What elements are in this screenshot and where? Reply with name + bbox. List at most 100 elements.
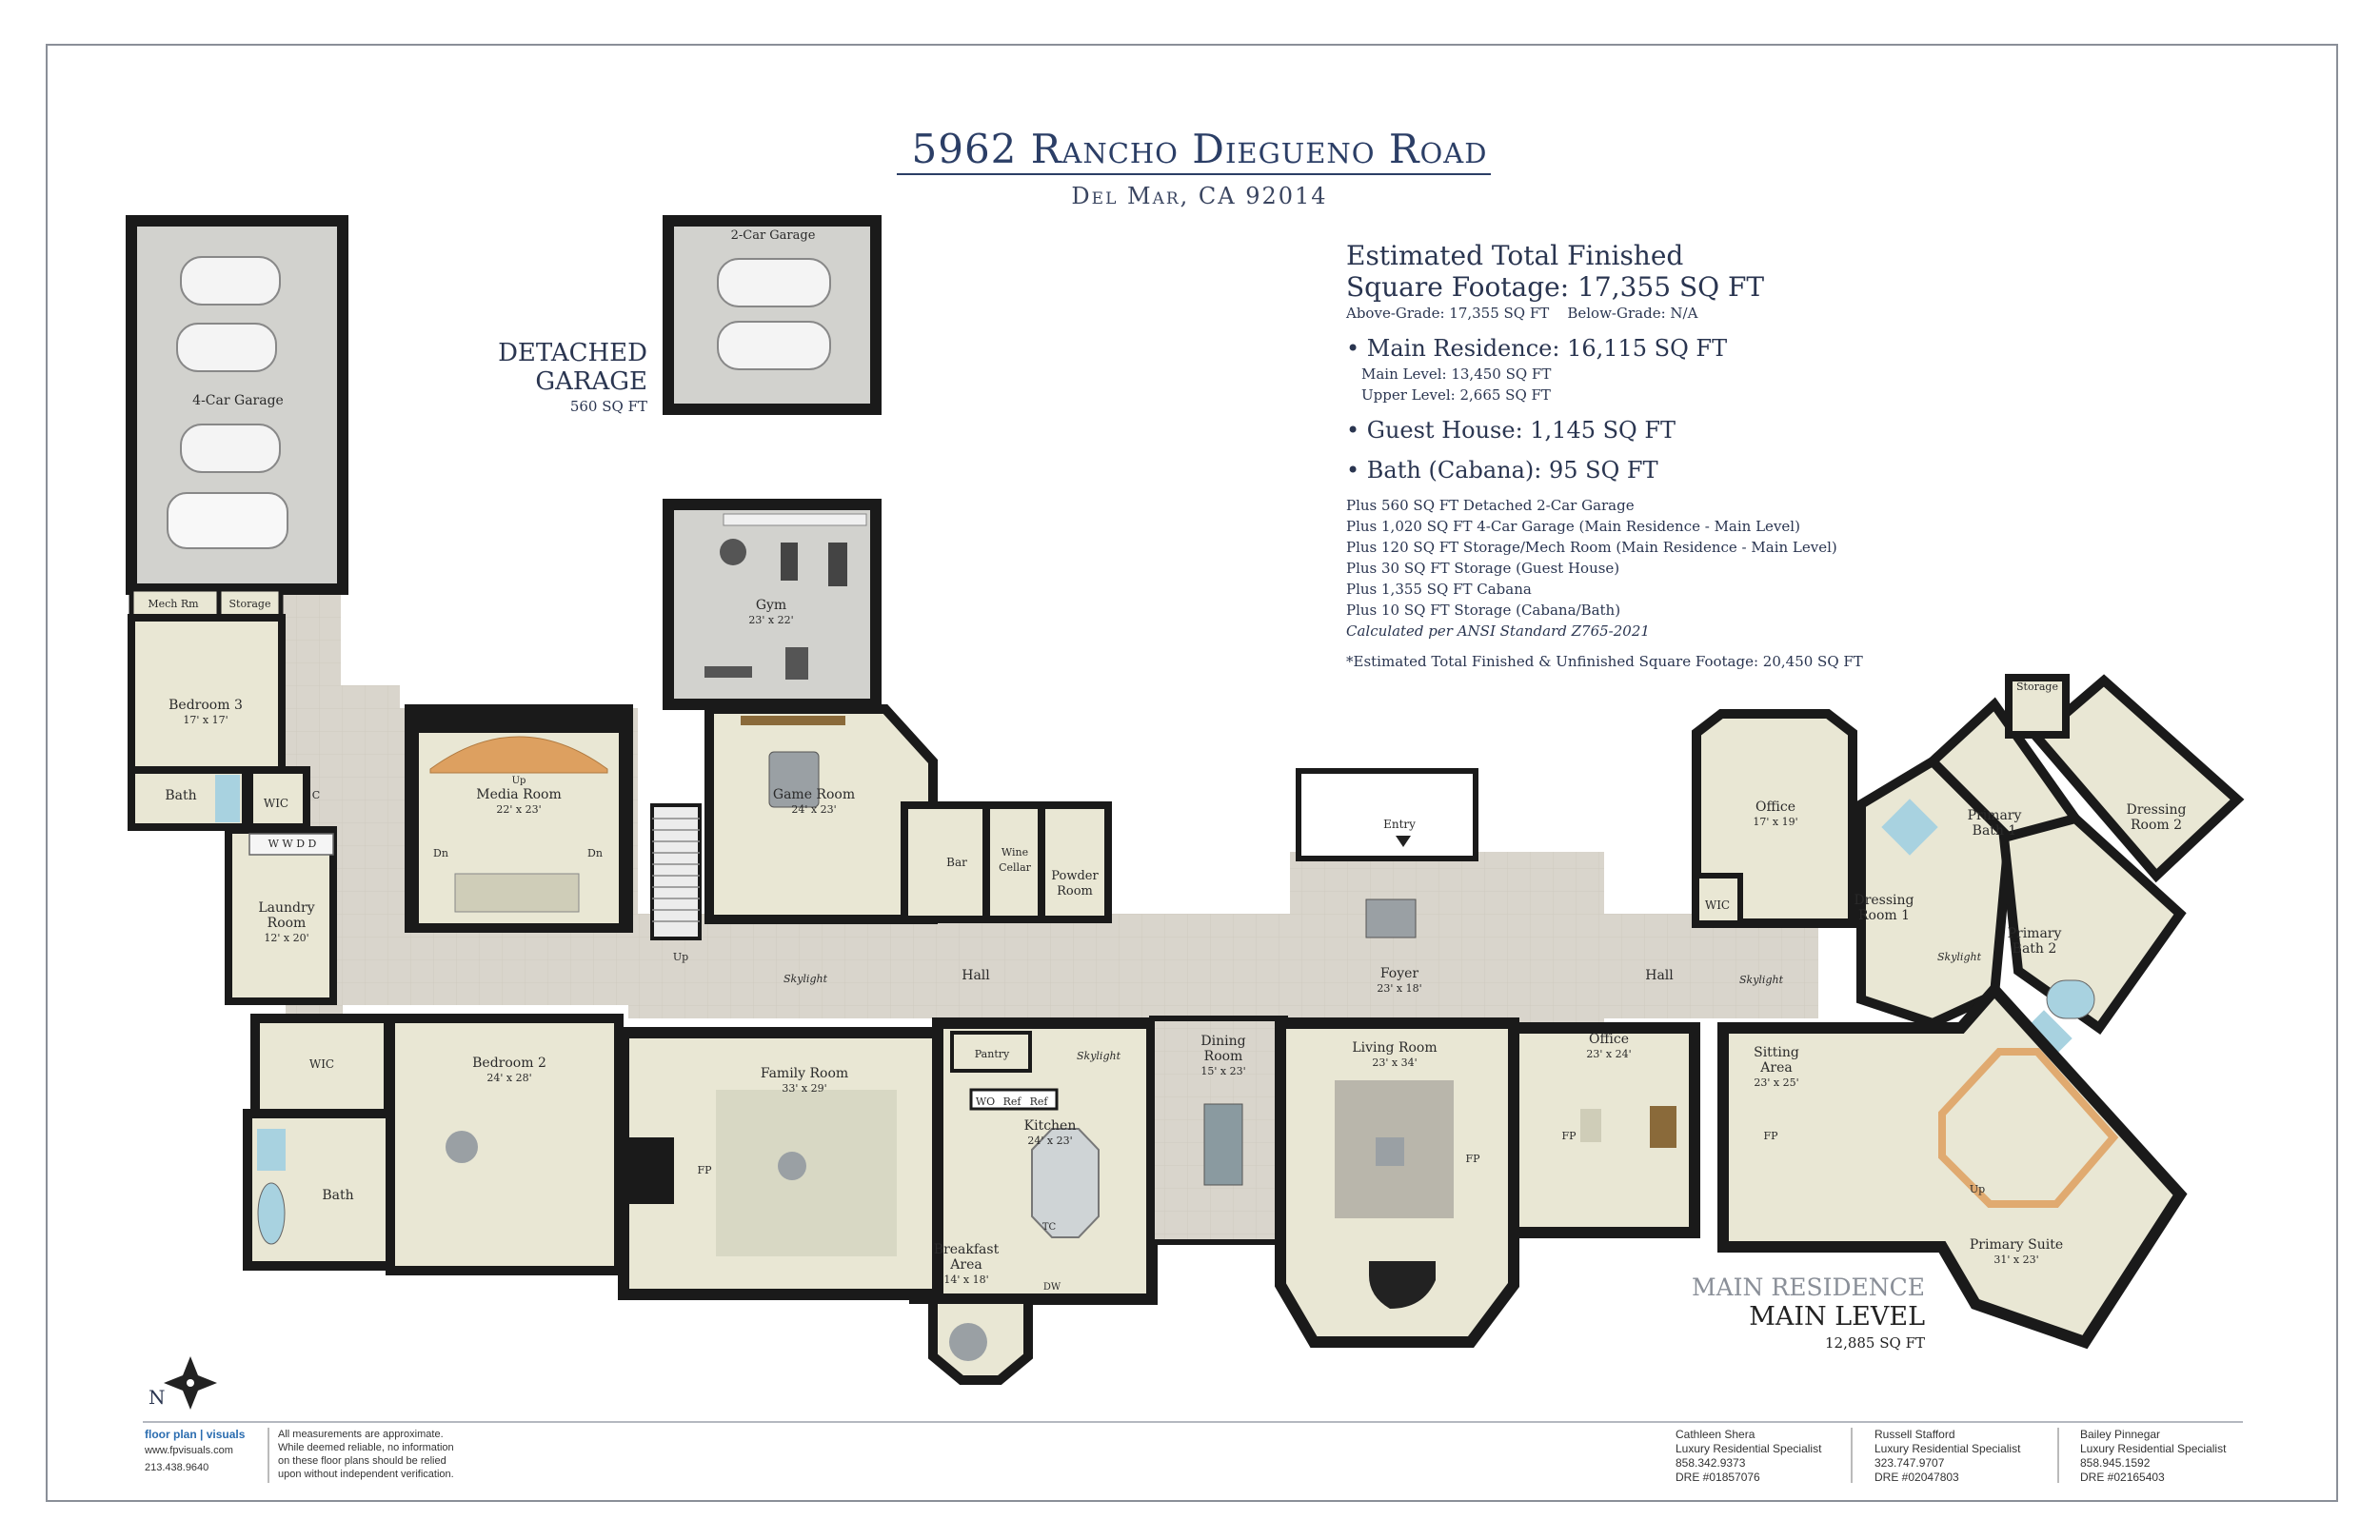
agent-title: Luxury Residential Specialist xyxy=(1874,1442,2021,1455)
primary-suite xyxy=(1717,980,2188,1350)
agent-card: Russell Stafford Luxury Residential Spec… xyxy=(1874,1428,2020,1485)
label-refrigerator: Ref xyxy=(1002,1096,1021,1108)
disclaimer-line: While deemed reliable, no information xyxy=(278,1442,454,1453)
label-fireplace: FP xyxy=(1561,1130,1577,1142)
brand-phone: 213.438.9640 xyxy=(145,1462,209,1473)
bedroom-3 xyxy=(128,614,286,774)
car-icon xyxy=(717,321,831,370)
car-icon xyxy=(180,424,281,473)
plus-item: Plus 120 SQ FT Storage/Mech Room (Main R… xyxy=(1346,539,1837,556)
main-level-sqft: 12,885 SQ FT xyxy=(1824,1334,1925,1352)
label-fireplace: FP xyxy=(1763,1130,1778,1142)
label-trash-compactor: TC xyxy=(1041,1222,1057,1233)
label-pantry: Pantry xyxy=(974,1048,1010,1060)
stairs xyxy=(650,803,702,940)
compass-rose-icon xyxy=(164,1356,217,1410)
compass-north-label: N xyxy=(149,1386,166,1409)
agent-name: Cathleen Shera xyxy=(1676,1428,1755,1441)
disclaimer-line: on these floor plans should be relied xyxy=(278,1455,446,1467)
shower xyxy=(215,775,240,822)
agent-title: Luxury Residential Specialist xyxy=(2080,1442,2227,1455)
label-refrigerator: Ref xyxy=(1029,1096,1048,1108)
foyer-table xyxy=(1365,898,1417,938)
bedroom-2-table xyxy=(446,1131,478,1163)
agent-phone: 858.945.1592 xyxy=(2080,1456,2151,1470)
agent-name: Russell Stafford xyxy=(1874,1428,1955,1441)
car-icon xyxy=(180,256,281,306)
total-note: *Estimated Total Finished & Unfinished S… xyxy=(1346,653,1863,670)
footer-rules xyxy=(143,1421,2243,1483)
primary-wing xyxy=(1856,674,2245,1067)
sqft-summary: Estimated Total Finished Square Footage:… xyxy=(1346,240,1917,672)
label-mech-room: Mech Rm xyxy=(148,598,199,610)
upper-level-sqft: Upper Level: 2,665 SQ FT xyxy=(1361,386,1551,404)
disclaimer-line: All measurements are approximate. xyxy=(278,1429,444,1440)
powder-room xyxy=(1038,801,1112,923)
breakfast-table xyxy=(949,1323,987,1361)
gym xyxy=(663,499,882,710)
detached-garage-line1: DETACHED xyxy=(498,339,647,367)
label-bath-2: Bath xyxy=(322,1188,354,1203)
main-level-line1: MAIN RESIDENCE xyxy=(1692,1273,1925,1301)
property-title: 5962 Rancho Diegueno Road xyxy=(911,126,1488,172)
label-hall: Hall xyxy=(1645,968,1674,983)
label-up: Up xyxy=(1969,1183,1986,1195)
entry-arrow-icon xyxy=(1396,836,1411,847)
entry xyxy=(1296,768,1478,861)
label-4-car-garage: 4-Car Garage xyxy=(192,393,284,408)
kitchen xyxy=(932,1017,1158,1305)
detached-garage-sqft: 560 SQ FT xyxy=(569,398,647,415)
main-level-label: MAIN RESIDENCE MAIN LEVEL 12,885 SQ FT xyxy=(1618,1273,1925,1353)
label-bath-1: Bath xyxy=(165,788,197,803)
brand-block: floor plan | visuals www.fpvisuals.com 2… xyxy=(145,1428,267,1473)
main-level-line2: MAIN LEVEL xyxy=(1749,1302,1925,1332)
label-hall: Hall xyxy=(962,968,990,983)
label-wic-1: WIC xyxy=(263,797,289,810)
plus-item: Plus 1,020 SQ FT 4-Car Garage (Main Resi… xyxy=(1346,518,1800,535)
agent-dre: DRE #02165403 xyxy=(2080,1471,2165,1484)
label-bar: Bar xyxy=(946,856,967,869)
agent-dre: DRE #01857076 xyxy=(1676,1471,1760,1484)
calc-note: Calculated per ANSI Standard Z765-2021 xyxy=(1346,622,1650,640)
agent-card: Cathleen Shera Luxury Residential Specia… xyxy=(1676,1428,1821,1485)
car-icon xyxy=(176,323,277,372)
label-down: Dn xyxy=(433,847,448,859)
page-frame xyxy=(46,44,2338,1502)
label-up: Up xyxy=(511,776,526,786)
disclaimer: All measurements are approximate. While … xyxy=(278,1428,454,1481)
label-dressing-room-1: Dressing Room 1 xyxy=(1854,893,1914,923)
label-fireplace: FP xyxy=(697,1164,712,1176)
detached-garage-line2: GARAGE xyxy=(535,367,647,396)
brand-website[interactable]: www.fpvisuals.com xyxy=(145,1445,233,1456)
label-skylight: Skylight xyxy=(1937,951,1981,963)
guest-house-sqft: • Guest House: 1,145 SQ FT xyxy=(1346,417,1676,444)
label-up: Up xyxy=(672,951,689,963)
label-skylight: Skylight xyxy=(783,973,827,985)
agent-card: Bailey Pinnegar Luxury Residential Speci… xyxy=(2080,1428,2226,1485)
laundry-room xyxy=(225,826,337,1005)
agent-phone: 323.747.9707 xyxy=(1874,1456,1945,1470)
label-primary-bath-2: Primary Bath 2 xyxy=(2007,926,2062,957)
plus-item: Plus 30 SQ FT Storage (Guest House) xyxy=(1346,560,1620,577)
label-2-car-garage: 2-Car Garage xyxy=(730,228,816,243)
label-wic-3: WIC xyxy=(308,1057,335,1071)
living-room xyxy=(1275,1017,1519,1348)
label-primary-bath-1: Primary Bath 1 xyxy=(1967,808,2022,839)
label-powder-room: Powder Room xyxy=(1051,869,1099,898)
agent-phone: 858.342.9373 xyxy=(1676,1456,1746,1470)
bathtub xyxy=(257,1182,286,1245)
